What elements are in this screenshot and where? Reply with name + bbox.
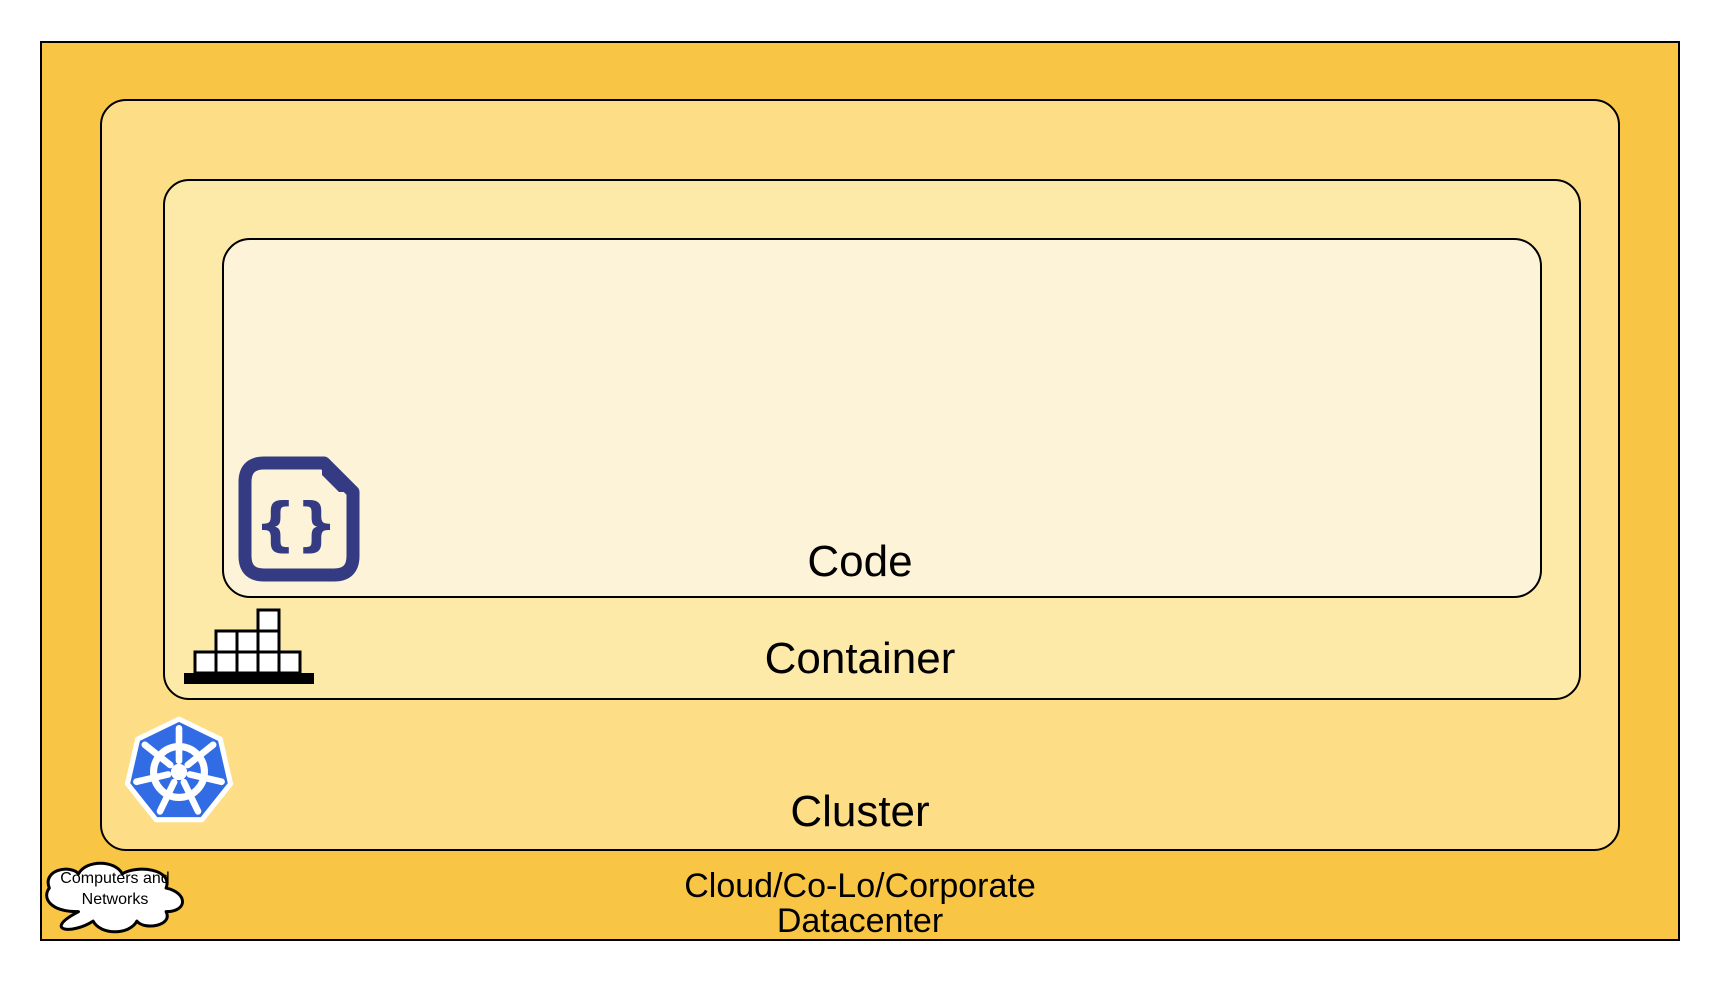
datacenter-label: Cloud/Co-Lo/Corporate Datacenter [40,869,1680,939]
container-blocks [193,608,302,675]
code-label: Code [807,537,913,586]
cloud-callout-line2: Networks [81,891,149,908]
datacenter-label-line1: Cloud/Co-Lo/Corporate [684,867,1036,905]
cloud-callout-text: Computers and Networks [42,868,188,910]
code-file-icon: {} [238,456,360,582]
cloud-shape [47,863,183,931]
cluster-label: Cluster [790,787,930,836]
container-base-bar [184,673,314,684]
cloud-callout-line1: Computers and [60,870,170,887]
layer-code-box [222,238,1542,598]
kubernetes-wheel-icon [124,716,234,823]
container-label: Container [764,634,956,683]
code-braces-glyph: {} [255,490,338,558]
code-file-outline [238,456,360,582]
kubernetes-wheel-ring [150,743,208,801]
cloud-network-icon [42,855,188,940]
container-blocks-icon [184,608,314,684]
datacenter-label-line2: Datacenter [776,902,944,940]
kubernetes-wheel-hub [170,763,188,781]
code-file-fold [322,459,355,492]
